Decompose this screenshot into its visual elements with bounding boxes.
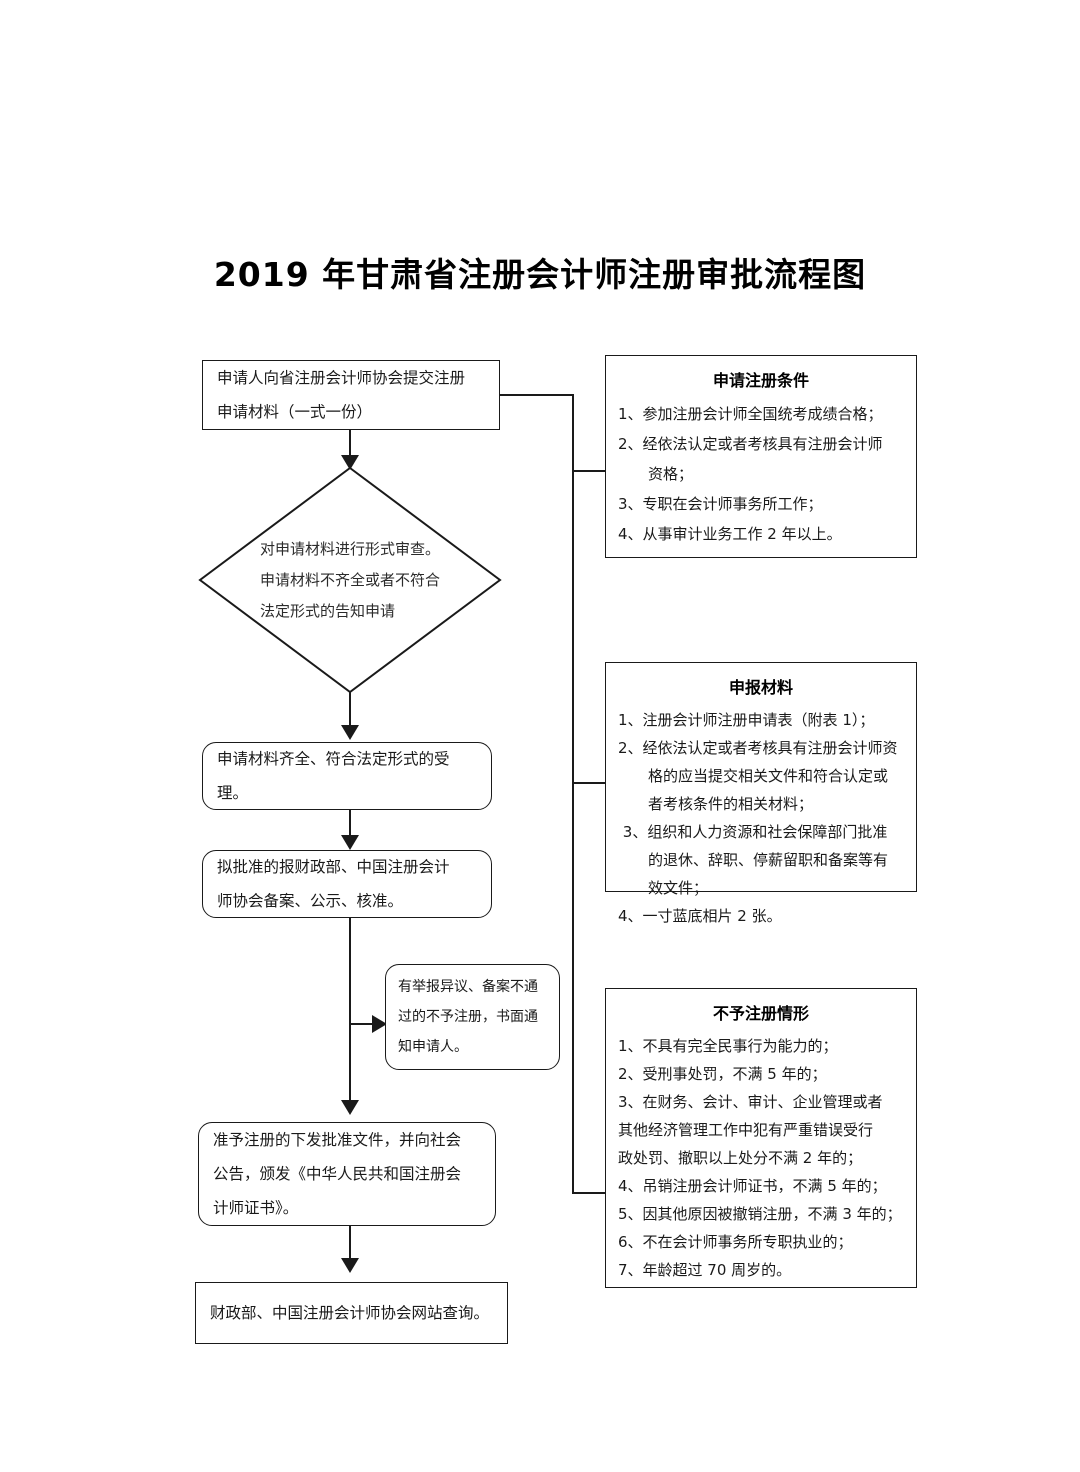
- connector-trunk-to-panel-materials: [572, 782, 606, 784]
- connector-decision-to-accept: [349, 692, 351, 730]
- flow-node-accept-text: 申请材料齐全、符合法定形式的受 理。: [217, 750, 450, 802]
- connector-approve-to-issue: [349, 918, 351, 1112]
- connector-accept-to-approve: [349, 810, 351, 842]
- list-item: 1、注册会计师注册申请表（附表 1）；: [618, 711, 875, 729]
- info-panel-refusal-list: 1、不具有完全民事行为能力的； 2、受刑事处罚，不满 5 年的； 3、在财务、会…: [618, 1032, 904, 1284]
- list-item: 4、吊销注册会计师证书，不满 5 年的；: [618, 1177, 887, 1195]
- flow-node-start-text: 申请人向省注册会计师协会提交注册 申请材料（一式一份）: [217, 369, 466, 421]
- list-item: 4、从事审计业务工作 2 年以上。: [618, 525, 842, 543]
- arrow-issue-to-query: [341, 1258, 359, 1273]
- connector-trunk-to-panel-refusal: [572, 1192, 606, 1194]
- list-item: 7、年龄超过 70 周岁的。: [618, 1261, 792, 1279]
- flow-node-accept[interactable]: 申请材料齐全、符合法定形式的受 理。: [202, 742, 492, 810]
- arrow-accept-to-approve: [341, 835, 359, 850]
- page-title: 2019 年甘肃省注册会计师注册审批流程图: [213, 255, 867, 294]
- flow-node-query[interactable]: 财政部、中国注册会计师协会网站查询。: [195, 1282, 508, 1344]
- flow-node-issue[interactable]: 准予注册的下发批准文件，并向社会 公告，颁发《中华人民共和国注册会 计师证书》。: [198, 1122, 496, 1226]
- arrow-decision-to-accept: [341, 725, 359, 740]
- list-item: 3、专职在会计师事务所工作；: [618, 495, 823, 513]
- info-panel-conditions-list: 1、参加注册会计师全国统考成绩合格； 2、经依法认定或者考核具有注册会计师 资格…: [618, 399, 904, 549]
- connector-trunk-to-panel-conditions: [572, 470, 606, 472]
- list-item: 3、组织和人力资源和社会保障部门批准 的退休、辞职、停薪留职和备案等有 效文件；: [622, 823, 889, 897]
- flow-node-decision[interactable]: 对申请材料进行形式审查。申请材料不齐全或者不符合法定形式的告知申请: [198, 466, 502, 694]
- connector-trunk-vertical: [572, 394, 574, 1194]
- info-panel-materials[interactable]: 申报材料 1、注册会计师注册申请表（附表 1）； 2、经依法认定或者考核具有注册…: [605, 662, 917, 925]
- list-item: 2、经依法认定或者考核具有注册会计师 资格；: [618, 435, 883, 483]
- flow-node-approve[interactable]: 拟批准的报财政部、中国注册会计 师协会备案、公示、核准。: [202, 850, 492, 918]
- arrow-approve-to-note: [372, 1015, 387, 1033]
- connector-issue-to-query: [349, 1226, 351, 1268]
- list-item: 5、因其他原因被撤销注册，不满 3 年的；: [618, 1205, 902, 1223]
- list-item: 1、参加注册会计师全国统考成绩合格；: [618, 405, 883, 423]
- connector-trunk-stub-top: [500, 394, 574, 396]
- info-panel-materials-list: 1、注册会计师注册申请表（附表 1）； 2、经依法认定或者考核具有注册会计师资 …: [618, 706, 904, 930]
- info-panel-conditions-title: 申请注册条件: [712, 371, 809, 390]
- flow-node-decision-text: 对申请材料进行形式审查。申请材料不齐全或者不符合法定形式的告知申请: [260, 540, 441, 620]
- flow-node-note[interactable]: 有举报异议、备案不通 过的不予注册，书面通 知申请人。: [385, 964, 560, 1070]
- flow-node-approve-text: 拟批准的报财政部、中国注册会计 师协会备案、公示、核准。: [217, 858, 450, 910]
- list-item: 2、受刑事处罚，不满 5 年的；: [618, 1065, 827, 1083]
- info-panel-conditions[interactable]: 申请注册条件 1、参加注册会计师全国统考成绩合格； 2、经依法认定或者考核具有注…: [605, 355, 917, 558]
- list-item: 2、经依法认定或者考核具有注册会计师资 格的应当提交相关文件和符合认定或 者考核…: [618, 739, 898, 813]
- list-item: 6、不在会计师事务所专职执业的；: [618, 1233, 853, 1251]
- flow-node-issue-text: 准予注册的下发批准文件，并向社会 公告，颁发《中华人民共和国注册会 计师证书》。: [213, 1131, 462, 1217]
- info-panel-refusal-title: 不予注册情形: [712, 1004, 809, 1023]
- connector-start-to-decision: [349, 430, 351, 462]
- info-panel-refusal[interactable]: 不予注册情形 1、不具有完全民事行为能力的； 2、受刑事处罚，不满 5 年的； …: [605, 988, 917, 1288]
- arrow-approve-to-issue: [341, 1100, 359, 1115]
- arrow-start-to-decision: [341, 455, 359, 470]
- flow-node-note-text: 有举报异议、备案不通 过的不予注册，书面通 知申请人。: [398, 979, 538, 1055]
- connector-approve-to-note: [349, 1023, 381, 1025]
- flow-node-start[interactable]: 申请人向省注册会计师协会提交注册 申请材料（一式一份）: [202, 360, 500, 430]
- info-panel-materials-title: 申报材料: [728, 678, 793, 697]
- list-item: 3、在财务、会计、审计、企业管理或者 其他经济管理工作中犯有严重错误受行 政处罚…: [618, 1093, 883, 1167]
- list-item: 1、不具有完全民事行为能力的；: [618, 1037, 838, 1055]
- list-item: 4、一寸蓝底相片 2 张。: [618, 907, 782, 925]
- flow-node-query-text: 财政部、中国注册会计师协会网站查询。: [210, 1304, 490, 1322]
